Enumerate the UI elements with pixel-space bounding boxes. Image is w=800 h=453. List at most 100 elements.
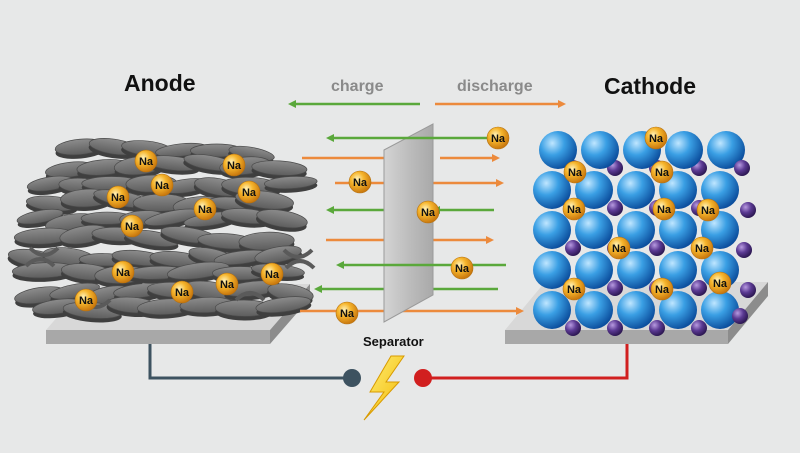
carbon-flake-edge — [234, 291, 266, 302]
cathode-oxygen-atom — [533, 211, 571, 249]
sodium-ion: Na — [708, 271, 732, 295]
sodium-ion-label: Na — [79, 295, 94, 307]
sodium-ion: Na — [106, 185, 130, 209]
cathode-transition-metal-atom — [649, 240, 665, 256]
cathode-transition-metal-atom — [691, 320, 707, 336]
carbon-flake — [11, 262, 76, 282]
cathode-crystal-lattice — [533, 131, 756, 336]
cathode-oxygen-atom — [533, 171, 571, 209]
electrolyte-ion-flow-arrows-front — [326, 134, 506, 269]
cathode-transition-metal-atom — [740, 282, 756, 298]
carbon-flake-edge — [282, 248, 314, 259]
cathode-oxygen-atom — [581, 131, 619, 169]
sodium-ion: Na — [348, 170, 372, 194]
cathode-transition-metal-atom — [649, 320, 665, 336]
sodium-ion: Na — [607, 236, 631, 260]
sodium-ion-label: Na — [111, 192, 126, 204]
cathode-title: Cathode — [604, 73, 696, 99]
carbon-flake — [256, 209, 308, 232]
sodium-ion-label: Na — [695, 243, 710, 255]
sodium-ion-label: Na — [491, 133, 506, 145]
sodium-ion-label: Na — [220, 279, 235, 291]
carbon-flake — [255, 296, 312, 317]
cathode-transition-metal-atom — [565, 320, 581, 336]
sodium-ion-label: Na — [455, 263, 470, 275]
anode-terminal-dot — [343, 369, 361, 387]
sodium-ion-label: Na — [713, 278, 728, 290]
sodium-ion: Na — [222, 153, 246, 177]
cathode-transition-metal-atom — [607, 200, 623, 216]
cathode-oxygen-atom — [533, 251, 571, 289]
cathode-transition-metal-atom — [565, 240, 581, 256]
sodium-ion: Na — [134, 149, 158, 173]
sodium-ion: Na — [260, 262, 284, 286]
cathode-oxygen-atom — [659, 251, 697, 289]
sodium-ion: Na — [652, 197, 676, 221]
anode-title: Anode — [124, 70, 196, 96]
sodium-ion: Na — [237, 180, 261, 204]
cathode-transition-metal-atom — [736, 242, 752, 258]
sodium-ion: Na — [644, 126, 668, 150]
charge-label: charge — [331, 78, 384, 95]
cathode-oxygen-atom — [575, 171, 613, 209]
sodium-ion: Na — [562, 197, 586, 221]
cathode-oxygen-atom — [659, 211, 697, 249]
anode-wire — [148, 344, 350, 380]
sodium-ion: Na — [486, 126, 510, 150]
sodium-ion: Na — [690, 236, 714, 260]
discharge-label: discharge — [457, 78, 533, 95]
sodium-ion-label: Na — [701, 205, 716, 217]
sodium-ion-label: Na — [242, 187, 257, 199]
sodium-ion-label: Na — [649, 133, 664, 145]
carbon-flake — [251, 160, 308, 180]
carbon-flake-edge — [28, 246, 60, 257]
sodium-ion-label: Na — [568, 167, 583, 179]
cathode-oxygen-atom — [617, 171, 655, 209]
sodium-ion: Na — [416, 200, 440, 224]
cathode-oxygen-atom — [707, 131, 745, 169]
sodium-ion-label: Na — [657, 204, 672, 216]
cathode-oxygen-atom — [701, 291, 739, 329]
sodium-ion-label: Na — [139, 156, 154, 168]
cathode-transition-metal-atom — [607, 280, 623, 296]
charge-direction: charge — [288, 78, 420, 108]
cathode-oxygen-atom — [659, 291, 697, 329]
sodium-ion: Na — [74, 288, 98, 312]
sodium-ion: Na — [150, 173, 174, 197]
cathode-oxygen-atom — [575, 211, 613, 249]
sodium-ion-label: Na — [655, 284, 670, 296]
cathode-terminal-dot — [414, 369, 432, 387]
carbon-flake — [263, 176, 318, 193]
sodium-ion: Na — [120, 214, 144, 238]
sodium-ion-label: Na — [265, 269, 280, 281]
discharge-direction: discharge — [435, 78, 566, 108]
sodium-ion: Na — [650, 160, 674, 184]
cathode-transition-metal-atom — [691, 280, 707, 296]
cathode-transition-metal-atom — [734, 160, 750, 176]
sodium-ion: Na — [562, 277, 586, 301]
cathode-oxygen-atom — [533, 291, 571, 329]
separator-label: Separator — [363, 334, 424, 349]
sodium-ion: Na — [696, 198, 720, 222]
sodium-ion-label: Na — [567, 284, 582, 296]
cathode-oxygen-atom — [665, 131, 703, 169]
sodium-ion-label: Na — [353, 177, 368, 189]
sodium-ion-label: Na — [227, 160, 242, 172]
carbon-flake — [16, 208, 64, 228]
sodium-ion-label: Na — [655, 167, 670, 179]
cathode-wire — [426, 344, 629, 380]
anode-hard-carbon-layers — [7, 138, 318, 323]
sodium-ion-label: Na — [116, 267, 131, 279]
cathode-oxygen-atom — [617, 211, 655, 249]
cathode-transition-metal-atom — [740, 202, 756, 218]
sodium-ion-label: Na — [567, 204, 582, 216]
sodium-ion-label: Na — [125, 221, 140, 233]
lightning-bolt-icon — [363, 355, 405, 421]
carbon-flake-edge — [284, 259, 316, 270]
carbon-flake — [13, 227, 75, 249]
cathode-oxygen-atom — [575, 251, 613, 289]
sodium-ion-label: Na — [340, 308, 355, 320]
